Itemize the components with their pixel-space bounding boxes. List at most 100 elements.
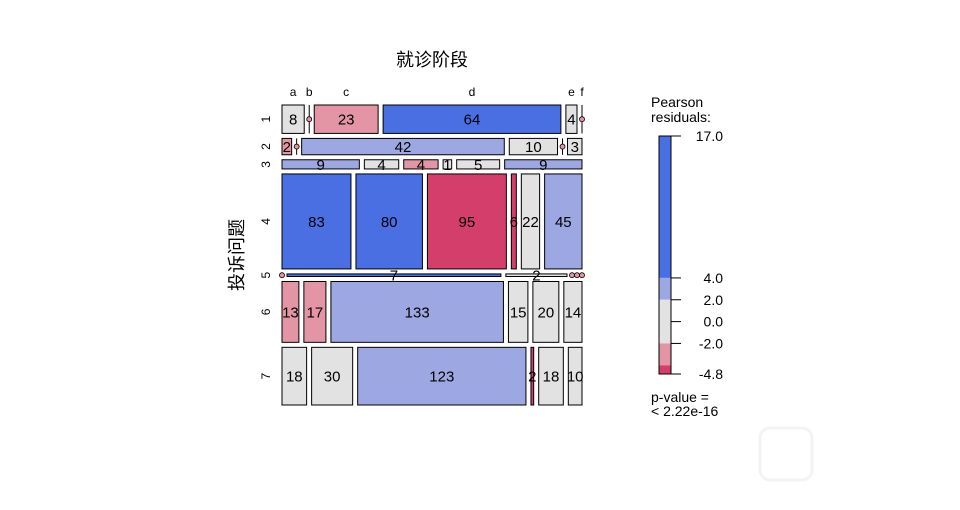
cell-count-label: 8 xyxy=(289,112,297,129)
legend-title-line2: residuals: xyxy=(651,109,711,125)
zero-cell-marker xyxy=(579,272,585,279)
mosaic-cell xyxy=(281,159,360,170)
legend-color-band xyxy=(659,343,671,366)
mosaic-cell xyxy=(520,173,541,270)
cell-count-label: 80 xyxy=(381,214,398,231)
legend-tick-label: 0.0 xyxy=(704,314,724,330)
mosaic-cell xyxy=(382,104,562,134)
zero-cell-marker xyxy=(574,272,580,279)
row-label: 2 xyxy=(259,143,273,150)
row-label: 5 xyxy=(259,272,273,279)
mosaic-cell xyxy=(565,104,578,134)
mosaic-cell xyxy=(563,280,583,343)
column-label: d xyxy=(469,85,476,99)
cell-count-label: 9 xyxy=(317,157,325,174)
mosaic-cell xyxy=(567,346,583,406)
zero-cell-marker xyxy=(293,143,300,150)
legend-pvalue-line2: < 2.22e-16 xyxy=(651,403,719,419)
zero-cell-marker xyxy=(306,116,313,123)
mosaic-cell xyxy=(281,104,305,134)
column-label: a xyxy=(290,85,297,99)
mosaic-cell xyxy=(505,273,568,277)
legend-color-band xyxy=(659,136,671,278)
y-axis-label: 投诉问题 xyxy=(227,219,247,291)
mosaic-cell xyxy=(313,104,379,134)
mosaic-cell xyxy=(426,173,507,270)
mosaic-cell xyxy=(330,280,504,343)
cell-count-label: 15 xyxy=(510,304,527,321)
cell-count-label: 83 xyxy=(308,214,325,231)
cell-count-label: 18 xyxy=(286,369,303,386)
mosaic-cell xyxy=(530,346,535,406)
cell-count-label: 20 xyxy=(538,304,555,321)
mosaic-cell xyxy=(311,346,354,406)
cell-count-label: 3 xyxy=(571,139,579,156)
mosaic-cell xyxy=(363,159,400,170)
cell-count-label: 18 xyxy=(543,369,560,386)
cell-count-label: 45 xyxy=(555,214,572,231)
row-label: 6 xyxy=(259,308,273,315)
mosaic-cell xyxy=(456,159,501,170)
cell-count-label: 2 xyxy=(528,369,536,386)
cell-count-label: 13 xyxy=(282,304,299,321)
legend-tick-label: 2.0 xyxy=(704,292,724,308)
cell-count-label: 2 xyxy=(532,268,540,285)
cell-count-label: 5 xyxy=(474,157,482,174)
legend: Pearson residuals: p-value = < 2.22e-16 … xyxy=(651,94,723,419)
legend-tick-label: 17.0 xyxy=(696,128,723,144)
mosaic-cell xyxy=(281,173,352,270)
legend-title-line1: Pearson xyxy=(651,94,703,110)
mosaic-cell xyxy=(442,159,453,170)
legend-color-band xyxy=(659,299,671,344)
mosaic-cell xyxy=(538,346,564,406)
zero-cell-marker xyxy=(559,143,566,150)
mosaic-cell xyxy=(301,137,505,156)
legend-tick-label: -4.8 xyxy=(699,366,723,382)
column-label: b xyxy=(306,85,313,99)
cell-count-label: 123 xyxy=(429,369,454,386)
mosaic-cell xyxy=(355,173,423,270)
cell-count-label: 4 xyxy=(417,157,425,174)
cell-count-label: 2 xyxy=(283,139,291,156)
mosaic-cell xyxy=(403,159,439,170)
column-label: c xyxy=(343,85,349,99)
cell-count-label: 10 xyxy=(525,139,542,156)
cell-count-label: 6 xyxy=(510,214,518,231)
watermark-logo-icon xyxy=(758,426,814,482)
mosaic-cell xyxy=(508,137,559,156)
cell-count-label: 64 xyxy=(464,112,481,129)
cell-count-label: 17 xyxy=(307,304,324,321)
mosaic-cell xyxy=(504,159,583,170)
legend-color-band xyxy=(659,277,671,300)
mosaic-cell xyxy=(507,280,529,343)
chart-title: 就诊阶段 xyxy=(396,50,468,70)
zero-cell-marker xyxy=(569,272,575,279)
row-label: 3 xyxy=(259,161,273,168)
cell-count-label: 42 xyxy=(395,139,412,156)
cell-count-label: 4 xyxy=(377,157,385,174)
mosaic-cell xyxy=(544,173,583,270)
cell-count-label: 10 xyxy=(567,369,584,386)
column-label: e xyxy=(568,85,575,99)
legend-bar-frame xyxy=(658,135,672,375)
column-label: f xyxy=(580,85,584,99)
legend-tick-label: 4.0 xyxy=(704,270,724,286)
cell-count-label: 95 xyxy=(459,214,476,231)
mosaic-cell xyxy=(281,280,300,343)
cell-count-label: 23 xyxy=(338,112,355,129)
cell-count-label: 1 xyxy=(443,157,451,174)
cell-count-label: 7 xyxy=(390,268,398,285)
row-label: 4 xyxy=(259,218,273,225)
mosaic-cell xyxy=(303,280,327,343)
cell-count-label: 9 xyxy=(539,157,547,174)
mosaic-cell xyxy=(532,280,560,343)
row-label: 1 xyxy=(259,116,273,123)
legend-pvalue-line1: p-value = xyxy=(651,389,709,405)
mosaic-cell xyxy=(510,173,517,270)
cell-count-label: 22 xyxy=(522,214,539,231)
legend-color-band xyxy=(659,365,671,374)
legend-tick-label: -2.0 xyxy=(699,335,723,351)
cell-count-label: 133 xyxy=(405,304,430,321)
row-label: 7 xyxy=(259,373,273,380)
